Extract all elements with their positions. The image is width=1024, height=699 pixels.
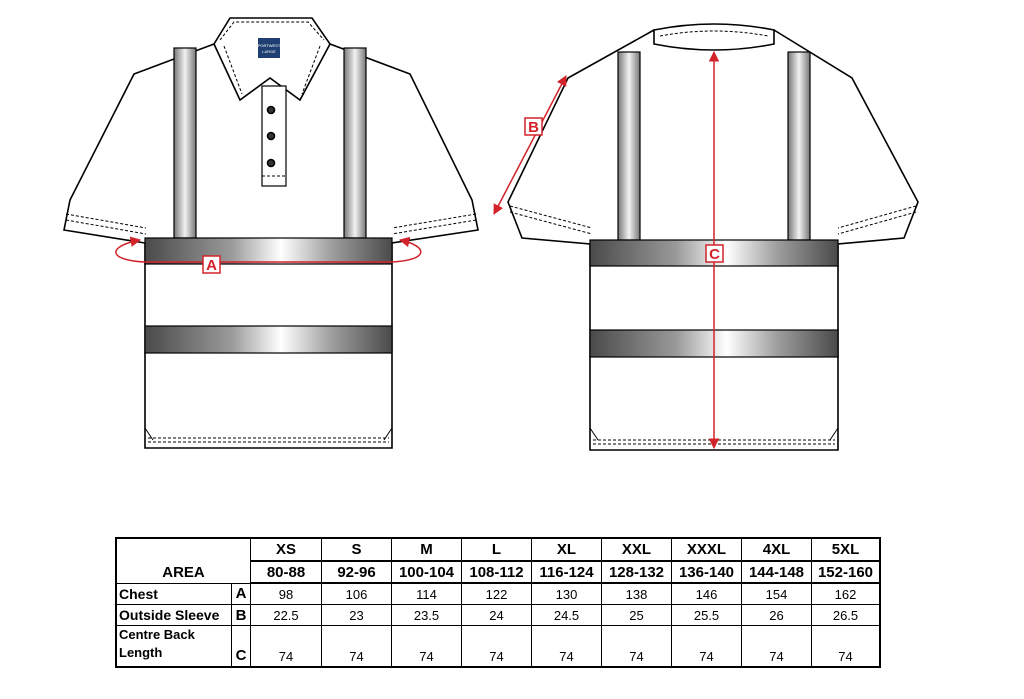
size-header-row: AREA XS S M L XL XXL XXXL 4XL 5XL xyxy=(115,537,881,584)
front-collar xyxy=(213,17,331,102)
table-cell: 74 xyxy=(250,625,322,668)
measure-chest: A xyxy=(115,236,422,274)
table-cell: 23 xyxy=(321,604,392,626)
table-cell: 25.5 xyxy=(671,604,742,626)
back-collar xyxy=(653,23,775,51)
size-header: XS xyxy=(250,537,322,562)
table-cell: 130 xyxy=(531,582,602,605)
table-cell: 24 xyxy=(461,604,532,626)
table-cell: 74 xyxy=(461,625,532,668)
table-cell: 74 xyxy=(531,625,602,668)
front-waist-tape xyxy=(144,325,393,354)
row-label-line: Length xyxy=(119,645,163,660)
size-header: 5XL xyxy=(811,537,881,562)
size-range: 128-132 xyxy=(601,560,672,584)
table-cell: 24.5 xyxy=(531,604,602,626)
size-range: 152-160 xyxy=(811,560,881,584)
table-cell: 98 xyxy=(250,582,322,605)
brand-badge: PORTWEST LARGE xyxy=(258,38,281,58)
size-header: L xyxy=(461,537,532,562)
size-range: 92-96 xyxy=(321,560,392,584)
row-code: C xyxy=(231,625,251,668)
back-view xyxy=(507,23,919,451)
table-cell: 114 xyxy=(391,582,462,605)
size-header: M xyxy=(391,537,462,562)
button-icon xyxy=(266,158,276,168)
measure-back-length: C xyxy=(705,50,724,450)
table-cell: 74 xyxy=(321,625,392,668)
table-cell: 74 xyxy=(391,625,462,668)
table-row-sleeve: Outside Sleeve B 22.5 23 23.5 24 24.5 25… xyxy=(115,604,881,626)
table-cell: 74 xyxy=(671,625,742,668)
row-code: A xyxy=(231,582,251,605)
size-range: 144-148 xyxy=(741,560,812,584)
size-header: XL xyxy=(531,537,602,562)
size-header: XXXL xyxy=(671,537,742,562)
table-cell: 26 xyxy=(741,604,812,626)
row-label: Outside Sleeve xyxy=(115,604,232,626)
size-range: 108-112 xyxy=(461,560,532,584)
table-cell: 74 xyxy=(601,625,672,668)
front-view xyxy=(63,17,479,449)
size-range: 136-140 xyxy=(671,560,742,584)
front-chest-tape xyxy=(144,237,393,265)
button-icon xyxy=(266,131,276,141)
table-cell: 74 xyxy=(741,625,812,668)
table-cell: 25 xyxy=(601,604,672,626)
range-header-row: 80-88 92-96 100-104 108-112 116-124 128-… xyxy=(116,560,881,584)
table-cell: 106 xyxy=(321,582,392,605)
size-header: 4XL xyxy=(741,537,812,562)
size-range: 100-104 xyxy=(391,560,462,584)
size-header: S xyxy=(321,537,392,562)
measure-sleeve: B xyxy=(493,75,567,215)
table-cell: 138 xyxy=(601,582,672,605)
size-range: 80-88 xyxy=(250,560,322,584)
row-label-line: Centre Back xyxy=(119,627,195,642)
svg-text:LARGE: LARGE xyxy=(262,49,276,54)
row-label: Chest xyxy=(115,582,232,605)
table-cell: 122 xyxy=(461,582,532,605)
area-header: AREA xyxy=(115,537,251,584)
svg-text:PORTWEST: PORTWEST xyxy=(258,43,281,48)
table-cell: 26.5 xyxy=(811,604,881,626)
table-cell: 162 xyxy=(811,582,881,605)
size-chart-table: AREA XS S M L XL XXL XXXL 4XL 5XL 80-88 … xyxy=(115,537,881,668)
garment-diagram: PORTWEST LARGE A B C xyxy=(63,17,919,451)
measure-label-b: B xyxy=(528,119,539,136)
size-header: XXL xyxy=(601,537,672,562)
table-cell: 146 xyxy=(671,582,742,605)
measure-label-c: C xyxy=(709,246,720,263)
measure-label-a: A xyxy=(206,257,217,274)
button-icon xyxy=(266,105,276,115)
table-row-chest: Chest A 98 106 114 122 130 138 146 154 1… xyxy=(115,582,881,605)
table-cell: 22.5 xyxy=(250,604,322,626)
table-cell: 154 xyxy=(741,582,812,605)
row-code: B xyxy=(231,604,251,626)
table-cell: 23.5 xyxy=(391,604,462,626)
size-range: 116-124 xyxy=(531,560,602,584)
table-cell: 74 xyxy=(811,625,881,668)
